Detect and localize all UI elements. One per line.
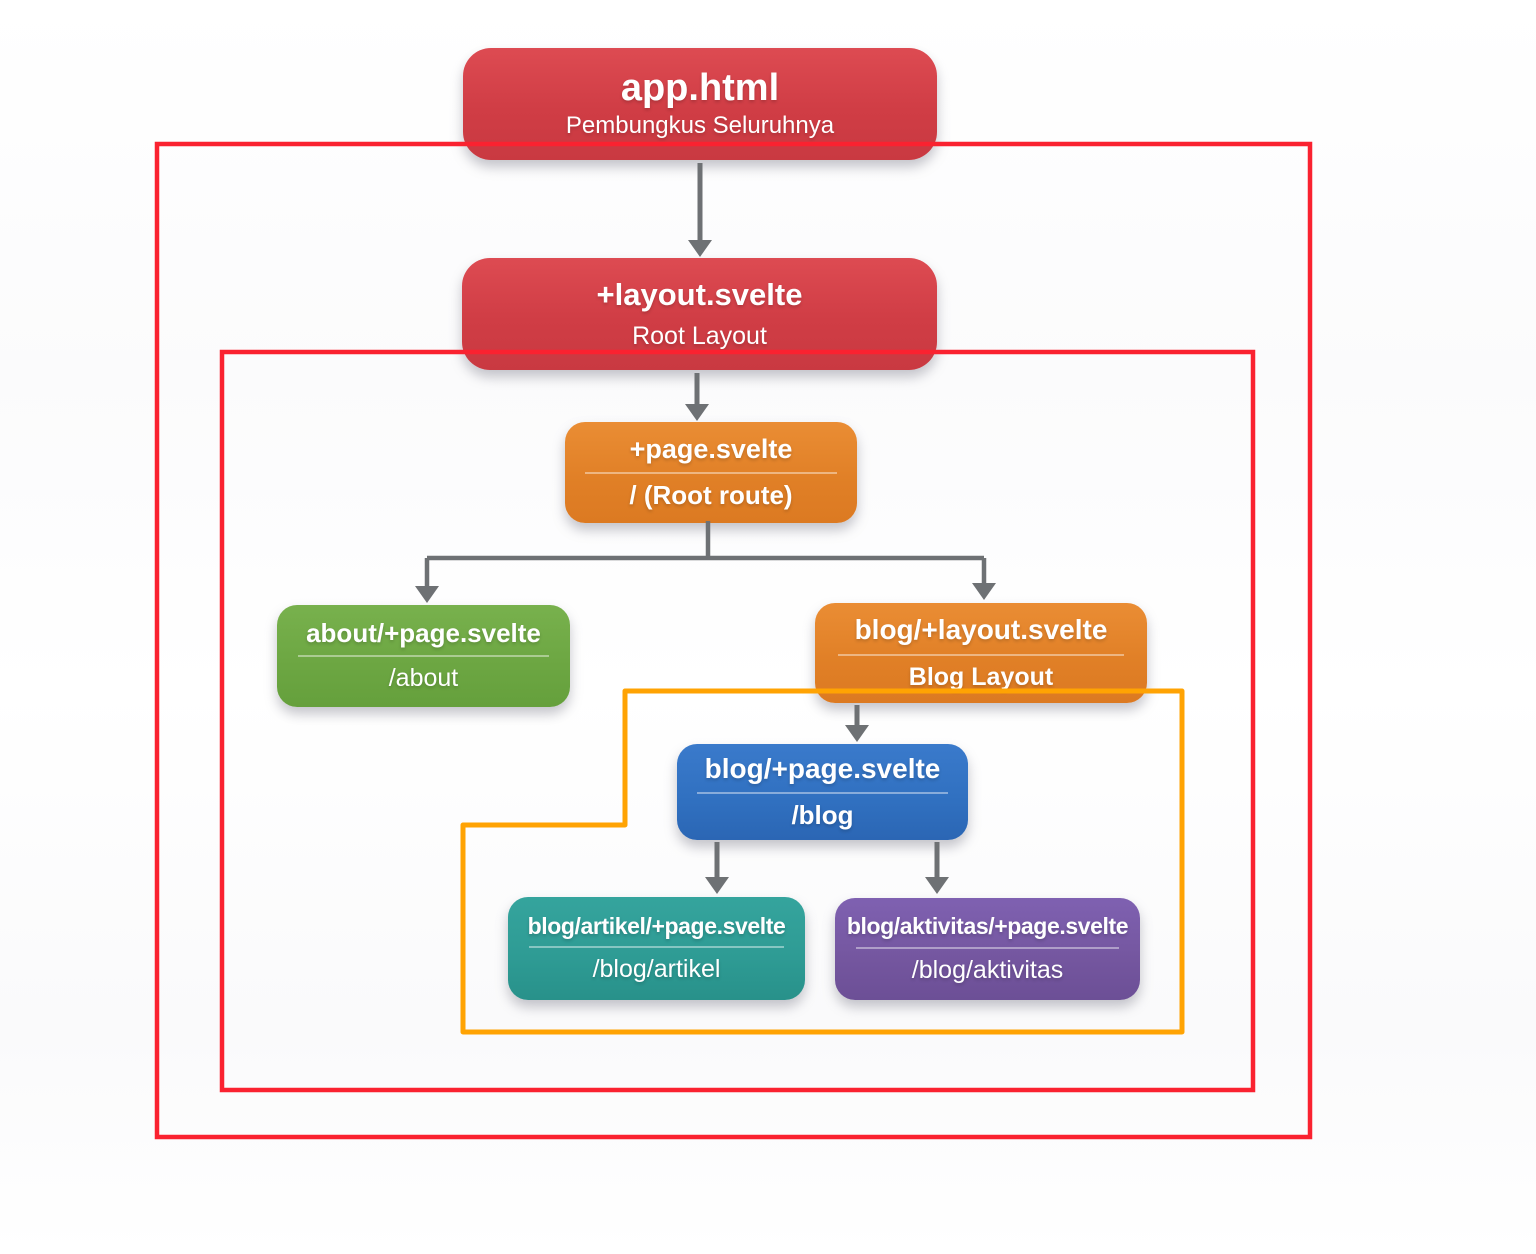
node-blog-layout: blog/+layout.svelte Blog Layout xyxy=(815,603,1147,703)
node-title: blog/+layout.svelte xyxy=(854,614,1108,646)
node-root-page: +page.svelte / (Root route) xyxy=(565,422,857,523)
node-app-html: app.html Pembungkus Seluruhnya xyxy=(463,48,937,160)
node-title: blog/artikel/+page.svelte xyxy=(527,912,786,939)
node-title: app.html xyxy=(620,66,780,109)
node-divider xyxy=(697,792,948,794)
node-subtitle: /blog/artikel xyxy=(592,955,721,984)
arrowhead xyxy=(972,583,996,600)
node-subtitle: /blog/aktivitas xyxy=(911,955,1064,984)
node-divider xyxy=(297,655,550,658)
node-subtitle: Blog Layout xyxy=(908,662,1054,691)
branch-root-page-split xyxy=(424,521,987,588)
node-title: +layout.svelte xyxy=(596,277,803,313)
arrowhead xyxy=(705,877,729,894)
node-divider xyxy=(838,653,1124,656)
node-subtitle: Pembungkus Seluruhnya xyxy=(565,112,835,140)
node-blog-artikel-page: blog/artikel/+page.svelte /blog/artikel xyxy=(508,897,805,1000)
node-divider xyxy=(528,946,785,949)
node-divider xyxy=(856,946,1119,949)
arrowhead xyxy=(925,877,949,894)
node-subtitle: /blog xyxy=(791,800,854,830)
node-subtitle: Root Layout xyxy=(632,321,767,350)
node-root-layout: +layout.svelte Root Layout xyxy=(462,258,937,370)
node-title: blog/+page.svelte xyxy=(704,752,941,784)
node-title: +page.svelte xyxy=(629,433,793,464)
node-blog-page: blog/+page.svelte /blog xyxy=(677,744,968,840)
node-about-page: about/+page.svelte /about xyxy=(277,605,570,707)
node-title: blog/aktivitas/+page.svelte xyxy=(846,913,1129,940)
node-title: about/+page.svelte xyxy=(306,617,541,648)
node-blog-aktivitas-page: blog/aktivitas/+page.svelte /blog/aktivi… xyxy=(835,898,1140,1000)
arrowhead xyxy=(415,586,439,603)
arrowhead xyxy=(845,725,869,742)
node-divider xyxy=(585,471,837,474)
node-subtitle: / (Root route) xyxy=(629,479,793,510)
arrowhead xyxy=(685,404,709,421)
node-subtitle: /about xyxy=(388,664,459,693)
arrowhead xyxy=(688,240,712,257)
